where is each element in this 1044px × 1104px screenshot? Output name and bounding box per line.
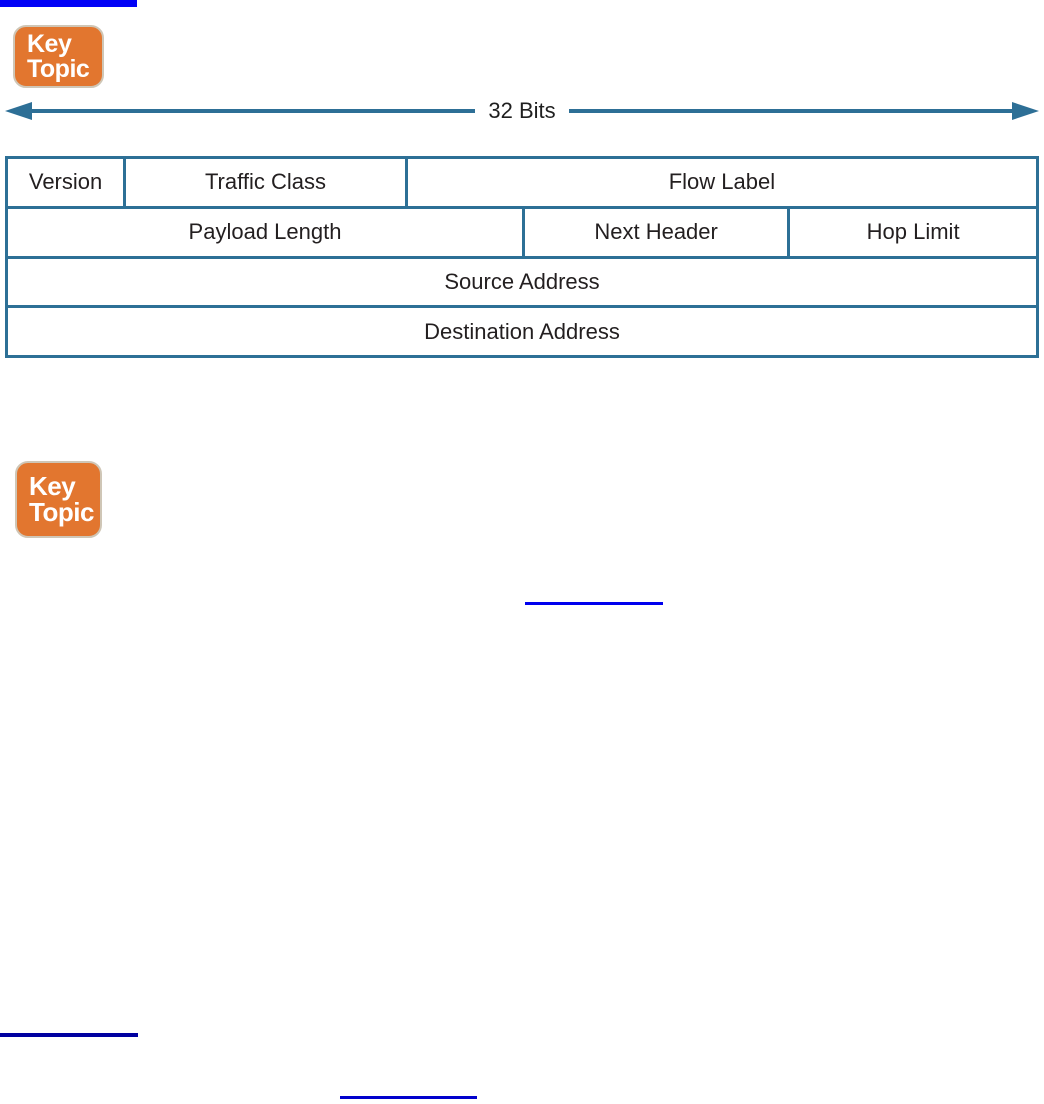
field-destination-address: Destination Address [424, 318, 620, 344]
arrow-line-right [568, 109, 1013, 113]
field-payload-length: Payload Length [188, 219, 342, 245]
key-topic-line2: Topic [27, 54, 90, 83]
key-topic-line2: Topic [29, 496, 94, 527]
field-next-header: Next Header [522, 208, 787, 256]
key-topic-badge-icon: Key Topic [13, 25, 104, 88]
header-row-3: Source Address [8, 255, 1036, 306]
arrow-line-left [32, 109, 476, 113]
arrowhead-left-icon [5, 102, 32, 120]
field-source-address: Source Address [444, 268, 600, 294]
hyperlink-underline-bottom-middle[interactable] [340, 1096, 477, 1099]
field-traffic-class: Traffic Class [123, 159, 405, 206]
header-row-4: Destination Address [8, 305, 1036, 355]
hyperlink-underline-bottom-left[interactable] [0, 1033, 138, 1037]
arrowhead-right-icon [1012, 102, 1040, 120]
ipv6-header-diagram: Version Traffic Class Flow Label Payload… [5, 156, 1039, 358]
hyperlink-underline-middle[interactable] [525, 602, 663, 605]
header-row-2: Payload Length Next Header Hop Limit [8, 205, 1036, 256]
hyperlink-underline-top-left[interactable] [0, 0, 137, 7]
key-topic-line1: Key [29, 471, 76, 502]
field-version: Version [28, 169, 103, 195]
key-topic-line1: Key [27, 30, 72, 58]
header-row-1: Version Traffic Class Flow Label [8, 159, 1036, 206]
field-hop-limit: Hop Limit [787, 208, 1036, 256]
bits-width-arrow: 32 Bits [5, 96, 1040, 126]
key-topic-badge-icon: Key Topic [15, 461, 102, 538]
bits-label: 32 Bits [488, 98, 556, 123]
field-flow-label: Flow Label [404, 159, 1036, 206]
